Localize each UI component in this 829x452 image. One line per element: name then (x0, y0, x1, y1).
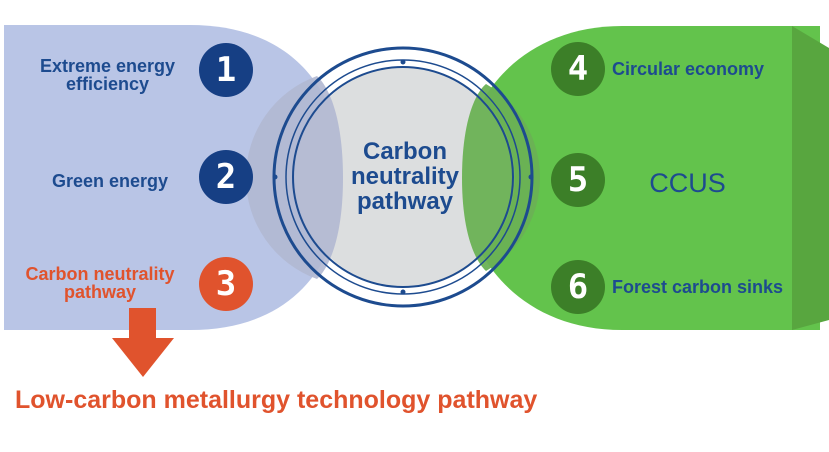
arrow-down-icon (112, 308, 174, 377)
item-3-line2: pathway (63, 282, 137, 302)
number-badge-2: 2 (199, 150, 253, 204)
item-4-label: Circular economy (612, 59, 765, 79)
overlap-right (462, 84, 540, 271)
item-1-line1: Extreme energy (39, 56, 176, 76)
number-badge-4: 4 (551, 42, 605, 96)
center-title-line2: neutrality (350, 163, 460, 190)
ring-dot-top (400, 59, 406, 65)
bottom-title: Low-carbon metallurgy technology pathway (15, 386, 538, 414)
ring-dot-bottom (400, 289, 406, 295)
item-3-label: Carbon neutrality pathway (15, 265, 185, 301)
center-title: Carbon neutrality pathway (330, 139, 480, 214)
center-title-line1: Carbon (363, 138, 447, 165)
item-5-label: CCUS (649, 168, 726, 198)
ring-dot-right (528, 174, 534, 180)
item-1-line2: efficiency (65, 74, 150, 94)
item-6-label: Forest carbon sinks (612, 277, 784, 297)
right-panel (462, 26, 820, 330)
number-badge-5: 5 (551, 153, 605, 207)
inner-ring (292, 66, 514, 288)
left-panel (4, 25, 343, 330)
number-badge-6: 6 (551, 260, 605, 314)
item-2-label: Green energy (52, 171, 169, 191)
item-1-label: Extreme energy efficiency (30, 57, 185, 93)
center-title-line3: pathway (356, 188, 454, 215)
number-badge-3: 3 (199, 257, 253, 311)
overlap-left (245, 76, 343, 279)
center-disc (295, 67, 515, 287)
number-badge-1: 1 (199, 43, 253, 97)
item-3-line1: Carbon neutrality (25, 264, 175, 284)
right-panel-edge (792, 26, 829, 330)
ring-dot-left (272, 174, 278, 180)
